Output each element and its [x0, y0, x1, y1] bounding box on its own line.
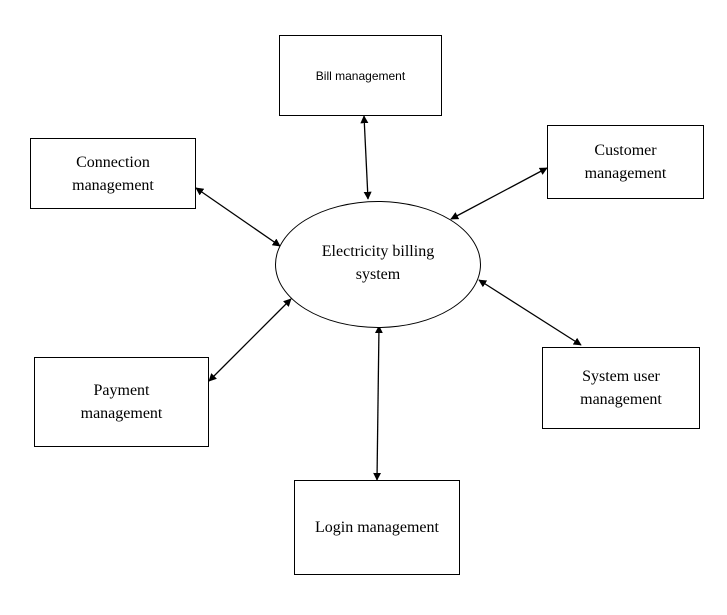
arrow-payment-to-system [208, 298, 292, 382]
arrow-login-to-system [373, 325, 383, 481]
arrow-customer-to-system [450, 167, 548, 220]
electricity-billing-system-ellipse [275, 201, 481, 328]
connection-management-box: Connection management [30, 138, 196, 209]
customer-management-box: Customer management [547, 125, 704, 199]
bill-management-box: Bill management [279, 35, 442, 116]
system-user-management-box: System user management [542, 347, 700, 429]
electricity-billing-system-label: Electricity billing system [321, 243, 435, 283]
arrow-system-user-to-system [478, 279, 582, 346]
arrow-connection-to-system [195, 187, 281, 247]
login-management-box: Login management [294, 480, 460, 575]
arrow-bill-to-system [360, 115, 372, 200]
payment-management-box: Payment management [34, 357, 209, 447]
